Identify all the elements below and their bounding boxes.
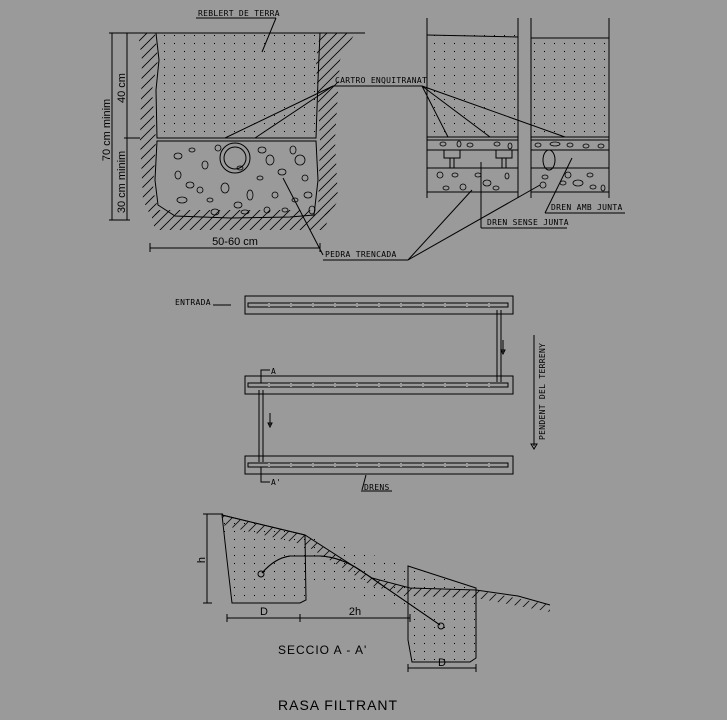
total-depth-label: 70 cm minim [101,99,113,161]
inlet-label: ENTRADA [175,298,211,307]
trench-width-2-label: D [438,657,446,669]
drawing-title: RASA FILTRANT [278,697,398,713]
spacing-label: 2h [349,606,361,618]
trench-section: 70 cm minim 40 cm 30 cm minim 50-60 cm R… [101,9,566,261]
upper-depth-label: 40 cm [116,73,128,103]
height-label: h [196,557,208,563]
width-label: 50-60 cm [212,236,258,248]
drain-sections: DREN SENSE JUNTA DREN AMB JUNTA [426,18,625,229]
plan-view: ENTRADA A A' DRENS PENDENT DEL TERRENY [175,295,547,492]
tar-paper-label: CARTRO ENQUITRANAT [335,76,427,85]
cut-a-prime-label: A' [271,478,281,487]
cut-a-label: A [271,367,276,376]
drain-with-joint-label: DREN AMB JUNTA [551,203,623,212]
section-title: SECCIO A - A' [278,643,367,657]
crushed-stone-label: PEDRA TRENCADA [325,250,397,259]
trench-width-1-label: D [260,606,268,618]
slope-label: PENDENT DEL TERRENY [538,343,547,440]
backfill-label: REBLERT DE TERRA [198,9,280,18]
depth-dimensions: 70 cm minim 40 cm 30 cm minim [101,32,140,221]
drain-without-joint-label: DREN SENSE JUNTA [487,218,569,227]
lower-depth-label: 30 cm minim [116,151,128,213]
section-aa: h D 2h D SECCIO A - A' [196,513,551,672]
crushed-stones [173,144,316,216]
drains-label: DRENS [364,483,390,492]
